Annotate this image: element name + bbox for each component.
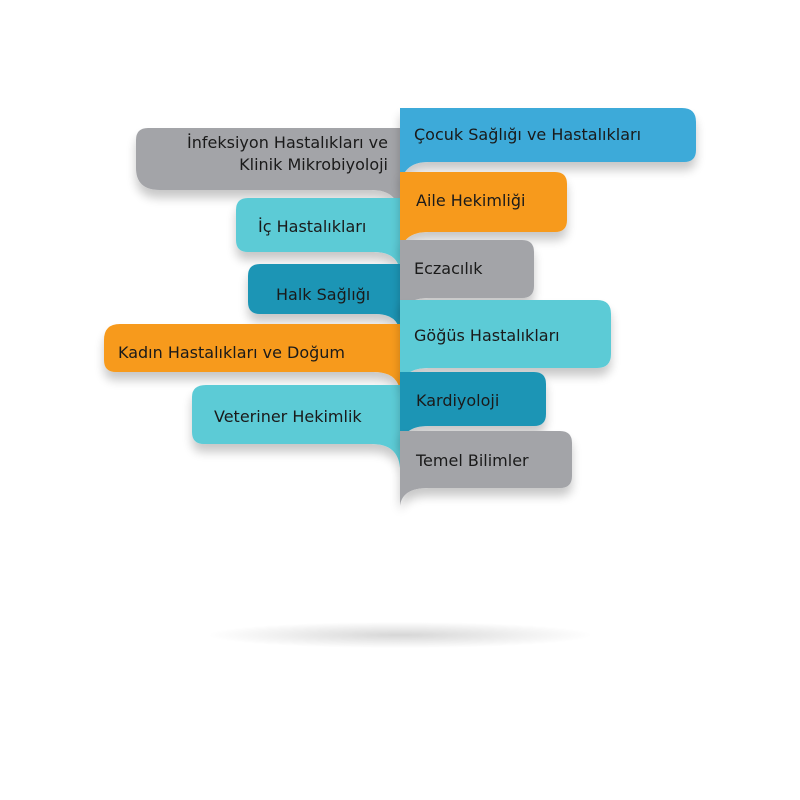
bubble-infeksiyon-hastaliklari xyxy=(136,128,400,215)
bubble-temel-bilimler xyxy=(400,431,572,506)
bubble-gogus-hastaliklari xyxy=(400,300,611,390)
bubble-aile-hekimligi xyxy=(400,172,567,255)
bubble-halk-sagligi xyxy=(248,264,400,333)
bubble-eczacilik xyxy=(400,240,534,322)
bubble-kardiyoloji xyxy=(400,372,546,448)
bubble-ic-hastaliklari xyxy=(236,198,400,272)
bubble-veteriner-hekimlik xyxy=(192,385,400,468)
bubble-cocuk-sagligi xyxy=(400,108,696,188)
bubble-kadin-hastaliklari xyxy=(104,324,400,392)
ground-shadow xyxy=(210,622,590,648)
